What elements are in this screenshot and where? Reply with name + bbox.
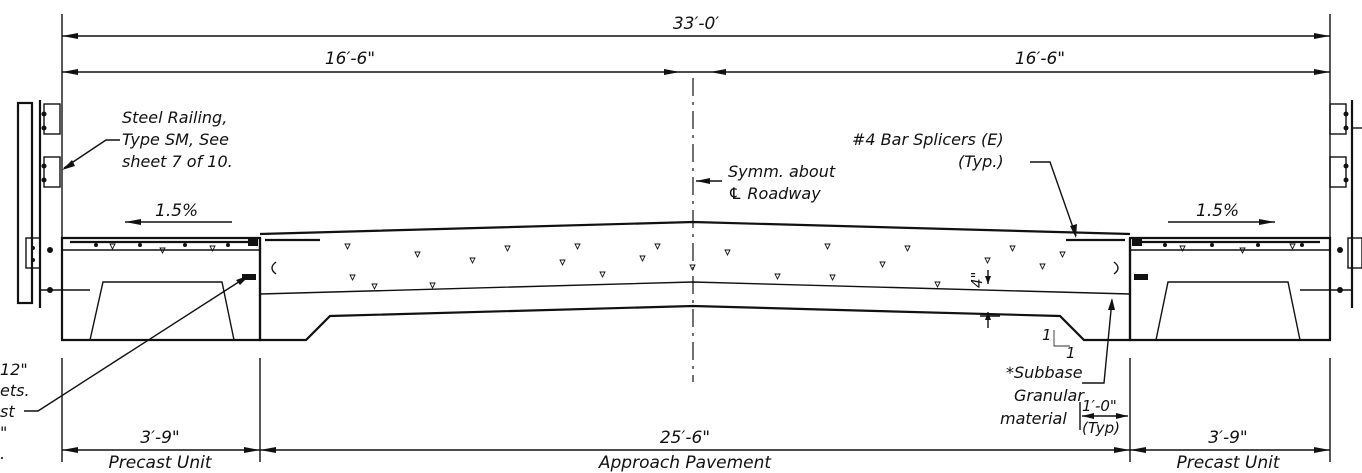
concrete-aggregate-pattern	[109, 243, 1296, 291]
subbase-leader	[1082, 299, 1113, 384]
thickness-text: 4"	[968, 272, 986, 288]
precast-right-label: Precast Unit	[1177, 453, 1281, 473]
edge-offset-note: (Typ)	[1082, 419, 1120, 437]
edge-offset-text: 1′-0"	[1082, 397, 1117, 415]
subbase-note-line-3: material	[1000, 409, 1067, 428]
slope-right-text: 1.5%	[1196, 201, 1239, 221]
thickness-dimension	[980, 270, 1000, 328]
right-railing	[1300, 100, 1362, 308]
overall-dimension-text: 33′-0′	[673, 14, 719, 34]
subbase-note-line-2: Granular	[1014, 386, 1085, 405]
railing-note-line-1: Steel Railing,	[122, 108, 227, 127]
slope-left-text: 1.5%	[155, 201, 198, 221]
cutoff-note-line-3: st	[0, 402, 15, 421]
symmetry-note-line-1: Symm. about	[728, 162, 836, 181]
approach-label: Approach Pavement	[598, 453, 773, 473]
bottom-dimension-chain	[61, 358, 1331, 462]
symmetry-note-line-2: ℄ Roadway	[728, 184, 821, 203]
taper-label-a: 1	[1042, 326, 1052, 344]
precast-right-dimension-text: 3′-9"	[1208, 428, 1247, 448]
railing-leader	[63, 139, 120, 169]
splicers-leader	[1030, 161, 1077, 237]
slope-left-arrow	[125, 219, 232, 225]
cutoff-note-line-2: ets.	[0, 381, 30, 400]
right-precast-unit	[1128, 236, 1332, 342]
precast-left-dimension-text: 3′-9"	[140, 428, 179, 448]
approach-pavement-slab	[258, 220, 1132, 342]
half-left-dimension-text: 16′-6"	[325, 49, 375, 69]
subbase-note-line-1: *Subbase	[1006, 363, 1083, 382]
left-precast-unit	[60, 236, 262, 342]
railing-note-line-2: Type SM, See	[122, 130, 229, 149]
overall-dimension	[61, 14, 1331, 238]
left-railing	[16, 100, 90, 308]
half-dimension-line	[62, 69, 1330, 75]
approach-dimension-text: 25′-6"	[660, 428, 710, 448]
half-right-dimension-text: 16′-6"	[1015, 49, 1065, 69]
splicers-note-line-1: #4 Bar Splicers (E)	[852, 130, 1004, 149]
cutoff-note-line-1: 12"	[0, 360, 28, 379]
cutoff-note-line-4: "	[0, 423, 7, 442]
cutoff-note-line-5: .	[0, 444, 5, 463]
slope-right-arrow	[1168, 219, 1275, 225]
cutoff-leader	[24, 275, 249, 412]
edge-offset-dimension	[1079, 402, 1128, 430]
precast-left-label: Precast Unit	[109, 453, 213, 473]
taper-label-b: 1	[1066, 344, 1076, 362]
railing-note-line-3: sheet 7 of 10.	[122, 152, 233, 171]
splicers-note-line-2: (Typ.)	[958, 152, 1004, 171]
